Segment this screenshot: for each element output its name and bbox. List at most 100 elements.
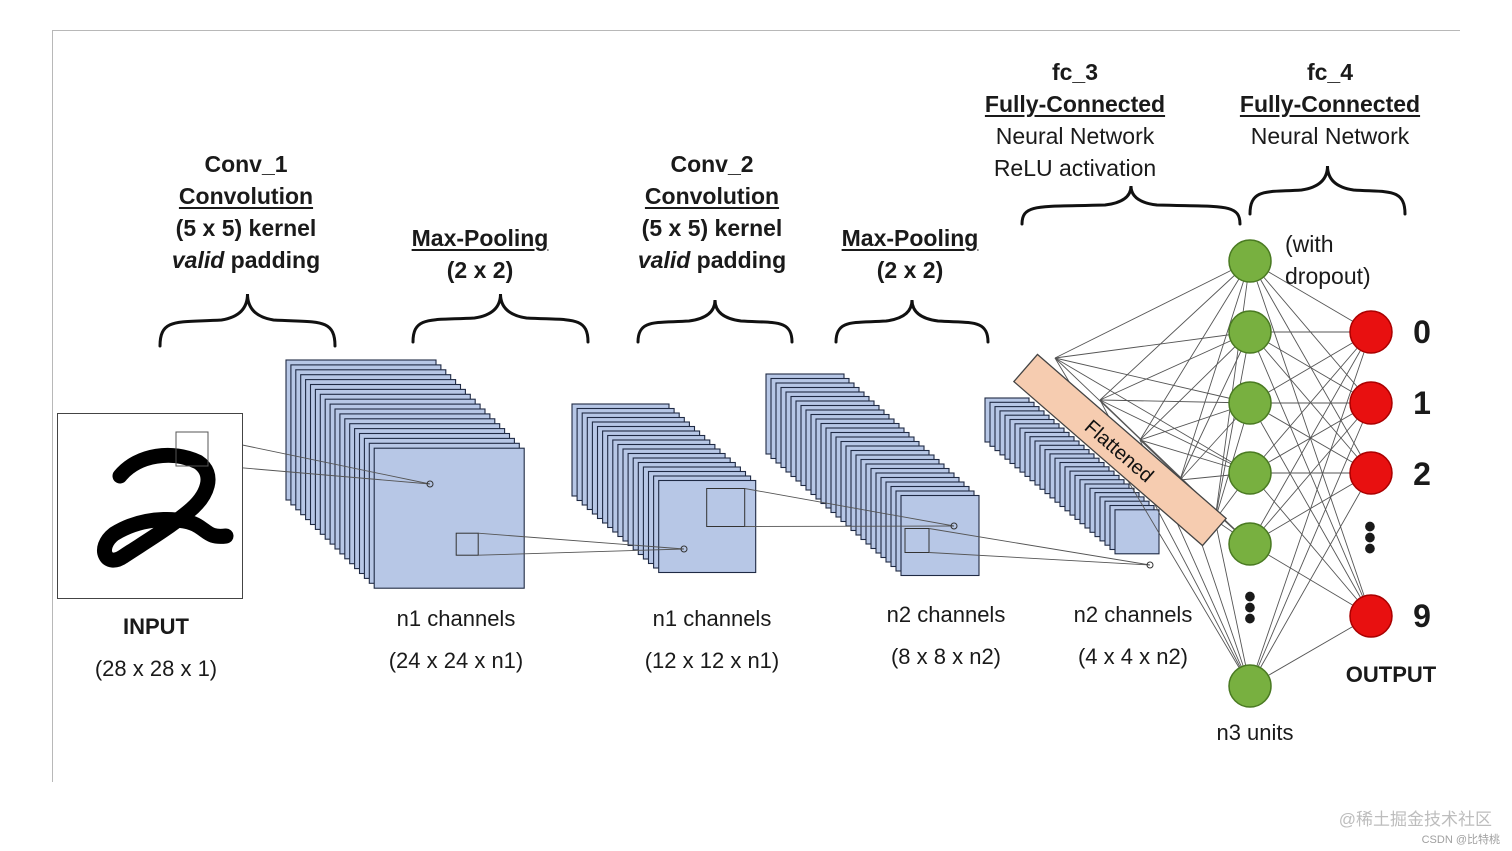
pool-window (904, 528, 930, 553)
conv2-padding: valid padding (592, 244, 832, 276)
fc-connection-line (1139, 331, 1251, 441)
fc3-brace (1020, 185, 1242, 226)
conv1-padding-rest: padding (224, 247, 321, 273)
handwritten-digit-icon (97, 431, 234, 568)
output-node (1349, 451, 1393, 495)
fc3-name: fc_3 (1051, 59, 1099, 85)
fc-connection-line (1054, 260, 1251, 359)
fc-connection-line (1139, 260, 1251, 441)
fc-connection-line (1054, 357, 1251, 474)
pool1-type: Max-Pooling (411, 225, 549, 251)
stack-pool2-layer (1114, 509, 1160, 555)
map3-channels: n2 channels (886, 602, 1006, 627)
fc-connection-line (1249, 615, 1372, 687)
stack-conv1-layer (373, 447, 525, 589)
watermark-primary: @稀土掘金技术社区 (1338, 810, 1492, 829)
pool1-brace (411, 293, 590, 344)
dropout-line1: (with (1285, 231, 1334, 257)
fc-connection-line (1214, 519, 1251, 687)
kernel-point (950, 522, 958, 530)
fc-connection-line (1054, 331, 1251, 359)
map2-dims: (12 x 12 x n1) (644, 648, 780, 673)
hidden-node (1228, 522, 1272, 566)
projection-line (208, 464, 431, 485)
projection-line (928, 552, 1151, 566)
projection-line (744, 488, 955, 527)
flattened-rect (1012, 353, 1228, 547)
fc-connection-line (1249, 331, 1372, 404)
conv1-brace (158, 293, 337, 348)
projection-line (478, 532, 685, 550)
conv2-name: Conv_2 (670, 151, 754, 177)
fc-connection-line (1249, 402, 1372, 687)
conv2-padding-word: valid (637, 247, 691, 273)
fc-connection-line (1099, 331, 1251, 401)
hidden-units-label: n3 units (1216, 720, 1294, 745)
fc-connection-line (1249, 472, 1372, 687)
output-node (1349, 594, 1393, 638)
network-nodes (1228, 239, 1393, 708)
fc-connection-line (1099, 260, 1251, 401)
kernel-point (426, 480, 434, 488)
fc-connection-line (1249, 402, 1372, 545)
map2-channels: n1 channels (652, 606, 772, 631)
map1-dims: (24 x 24 x n1) (388, 648, 524, 673)
hidden-node (1228, 664, 1272, 708)
output-ellipsis-icon: ••• (1364, 508, 1376, 568)
fc-connection-line (1249, 331, 1372, 687)
hidden-node (1228, 310, 1272, 354)
conv1-type: Convolution (178, 183, 314, 209)
fc-connection-line (1179, 331, 1251, 481)
output-digit-1: 1 (1413, 385, 1431, 421)
output-node (1349, 310, 1393, 354)
map1-channels: n1 channels (396, 606, 516, 631)
fc-connection-line (1249, 331, 1372, 474)
fc3-desc1: Neural Network (995, 123, 1155, 149)
conv2-padding-rest: padding (690, 247, 787, 273)
map4-dims: (4 x 4 x n2) (1077, 644, 1189, 669)
conv2-brace (636, 299, 794, 344)
pool2-type: Max-Pooling (841, 225, 979, 251)
input-label: INPUT (123, 614, 189, 639)
map4-channels: n2 channels (1073, 602, 1193, 627)
hidden-ellipsis-icon: ••• (1244, 578, 1256, 638)
conv2-type: Convolution (644, 183, 780, 209)
output-node (1349, 381, 1393, 425)
pool2-brace (834, 299, 990, 344)
projection-line (928, 528, 1151, 566)
fc-connection-line (1099, 399, 1251, 474)
hidden-node (1228, 451, 1272, 495)
input-image (57, 413, 243, 599)
conv1-padding-word: valid (171, 247, 225, 273)
fc4-brace (1248, 165, 1407, 216)
projection-line (744, 525, 955, 527)
pool2-size: (2 x 2) (876, 257, 944, 283)
conv1-padding: valid padding (126, 244, 366, 276)
fc-connection-line (1054, 357, 1251, 404)
map3-dims: (8 x 8 x n2) (890, 644, 1002, 669)
kernel-point (680, 545, 688, 553)
hidden-node (1228, 381, 1272, 425)
pool1-size: (2 x 2) (446, 257, 514, 283)
conv1-kernel: (5 x 5) kernel (175, 215, 317, 241)
fc-connection-line (1214, 331, 1251, 521)
hidden-node (1228, 239, 1272, 283)
conv1-name: Conv_1 (204, 151, 288, 177)
fc-connection-line (1249, 331, 1372, 545)
kernel-point (1146, 561, 1154, 569)
pool-window (455, 532, 479, 556)
output-digit-9: 9 (1413, 598, 1431, 634)
projection-line (478, 548, 685, 556)
fc4-name: fc_4 (1306, 59, 1354, 85)
fc3-type: Fully-Connected (984, 91, 1166, 117)
dropout-line2: dropout) (1285, 263, 1371, 289)
fc-connection-line (1179, 260, 1251, 481)
fc3-desc2: ReLU activation (993, 155, 1157, 181)
diagram-frame (52, 30, 1460, 782)
fc-connection-line (1249, 260, 1372, 333)
brace-group (158, 165, 1407, 348)
output-digit-2: 2 (1413, 456, 1431, 492)
fc4-desc1: Neural Network (1250, 123, 1410, 149)
fc4-type: Fully-Connected (1239, 91, 1421, 117)
